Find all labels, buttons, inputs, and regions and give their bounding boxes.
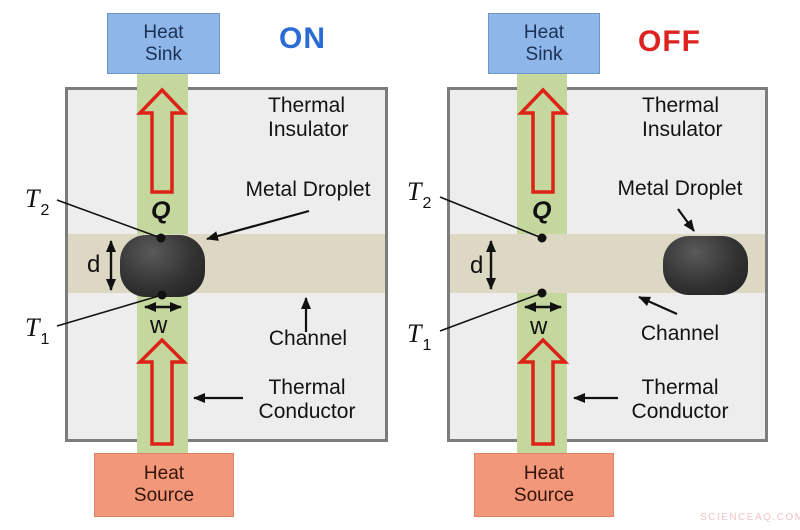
metal-droplet-shape xyxy=(663,236,748,295)
heat-flow-q-label: Q xyxy=(532,197,552,225)
heat-source-label-line2: Source xyxy=(513,485,575,506)
insulator-border-top xyxy=(65,87,388,90)
state-off-label: OFF xyxy=(638,25,701,58)
t1-sub: 1 xyxy=(422,337,432,355)
heat-sink-label-line1: Heat xyxy=(143,21,184,43)
channel-label: Channel xyxy=(268,327,348,350)
heat-sink-box: Heat Sink xyxy=(488,13,600,74)
thermal-insulator-line2: Insulator xyxy=(268,118,349,141)
thermal-conductor-line2: Conductor xyxy=(258,400,356,423)
insulator-border-top xyxy=(447,87,768,90)
channel-label: Channel xyxy=(640,322,720,345)
heat-source-label-line1: Heat xyxy=(523,463,565,484)
t1-label: T1 xyxy=(407,319,432,355)
t1-label: T1 xyxy=(25,313,50,349)
heat-flow-q-label: Q xyxy=(151,197,171,225)
t2-sub: 2 xyxy=(422,195,432,213)
insulator-border-left xyxy=(65,87,68,442)
t2-base: T xyxy=(407,177,422,206)
t2-label: T2 xyxy=(25,184,50,220)
t2-sub: 2 xyxy=(40,202,50,220)
t1-base: T xyxy=(25,313,40,342)
w-dimension-label: w xyxy=(530,313,548,340)
d-dimension-label: d xyxy=(87,251,101,278)
heat-sink-label-line2: Sink xyxy=(145,43,182,65)
insulator-border-right xyxy=(765,87,768,442)
insulator-border-right xyxy=(385,87,388,442)
thermal-conductor-line2: Conductor xyxy=(631,400,729,423)
heat-source-box: Heat Source xyxy=(474,453,614,517)
t2-base: T xyxy=(25,184,40,213)
t1-sub: 1 xyxy=(40,331,50,349)
metal-droplet-label: Metal Droplet xyxy=(245,178,371,201)
thermal-conductor-line1: Thermal xyxy=(641,376,719,399)
thermal-insulator-line1: Thermal xyxy=(642,94,720,117)
insulator-border-bottom xyxy=(65,439,388,442)
thermal-insulator-line1: Thermal xyxy=(268,94,346,117)
t1-base: T xyxy=(407,319,422,348)
heat-source-label-line1: Heat xyxy=(143,463,185,484)
channel-band xyxy=(68,234,385,293)
heat-source-box: Heat Source xyxy=(94,453,234,517)
metal-droplet-shape xyxy=(120,235,205,297)
metal-droplet-label: Metal Droplet xyxy=(617,177,743,200)
insulator-border-left xyxy=(447,87,450,442)
heat-sink-box: Heat Sink xyxy=(107,13,220,74)
thermal-insulator-label: Thermal Insulator xyxy=(642,94,723,142)
thermal-conductor-label: Thermal Conductor xyxy=(247,376,367,424)
insulator-border-bottom xyxy=(447,439,768,442)
thermal-insulator-line2: Insulator xyxy=(642,118,723,141)
heat-sink-label-line2: Sink xyxy=(525,43,563,65)
d-dimension-label: d xyxy=(470,252,484,279)
thermal-conductor-line1: Thermal xyxy=(268,376,346,399)
thermal-insulator-label: Thermal Insulator xyxy=(268,94,349,142)
w-dimension-label: w xyxy=(150,312,168,339)
heat-source-label-line2: Source xyxy=(133,485,195,506)
watermark: SCIENCEAQ.COM xyxy=(700,512,800,523)
t2-label: T2 xyxy=(407,177,432,213)
heat-sink-label-line1: Heat xyxy=(523,21,565,43)
thermal-conductor-label: Thermal Conductor xyxy=(620,376,740,424)
state-on-label: ON xyxy=(279,22,326,55)
